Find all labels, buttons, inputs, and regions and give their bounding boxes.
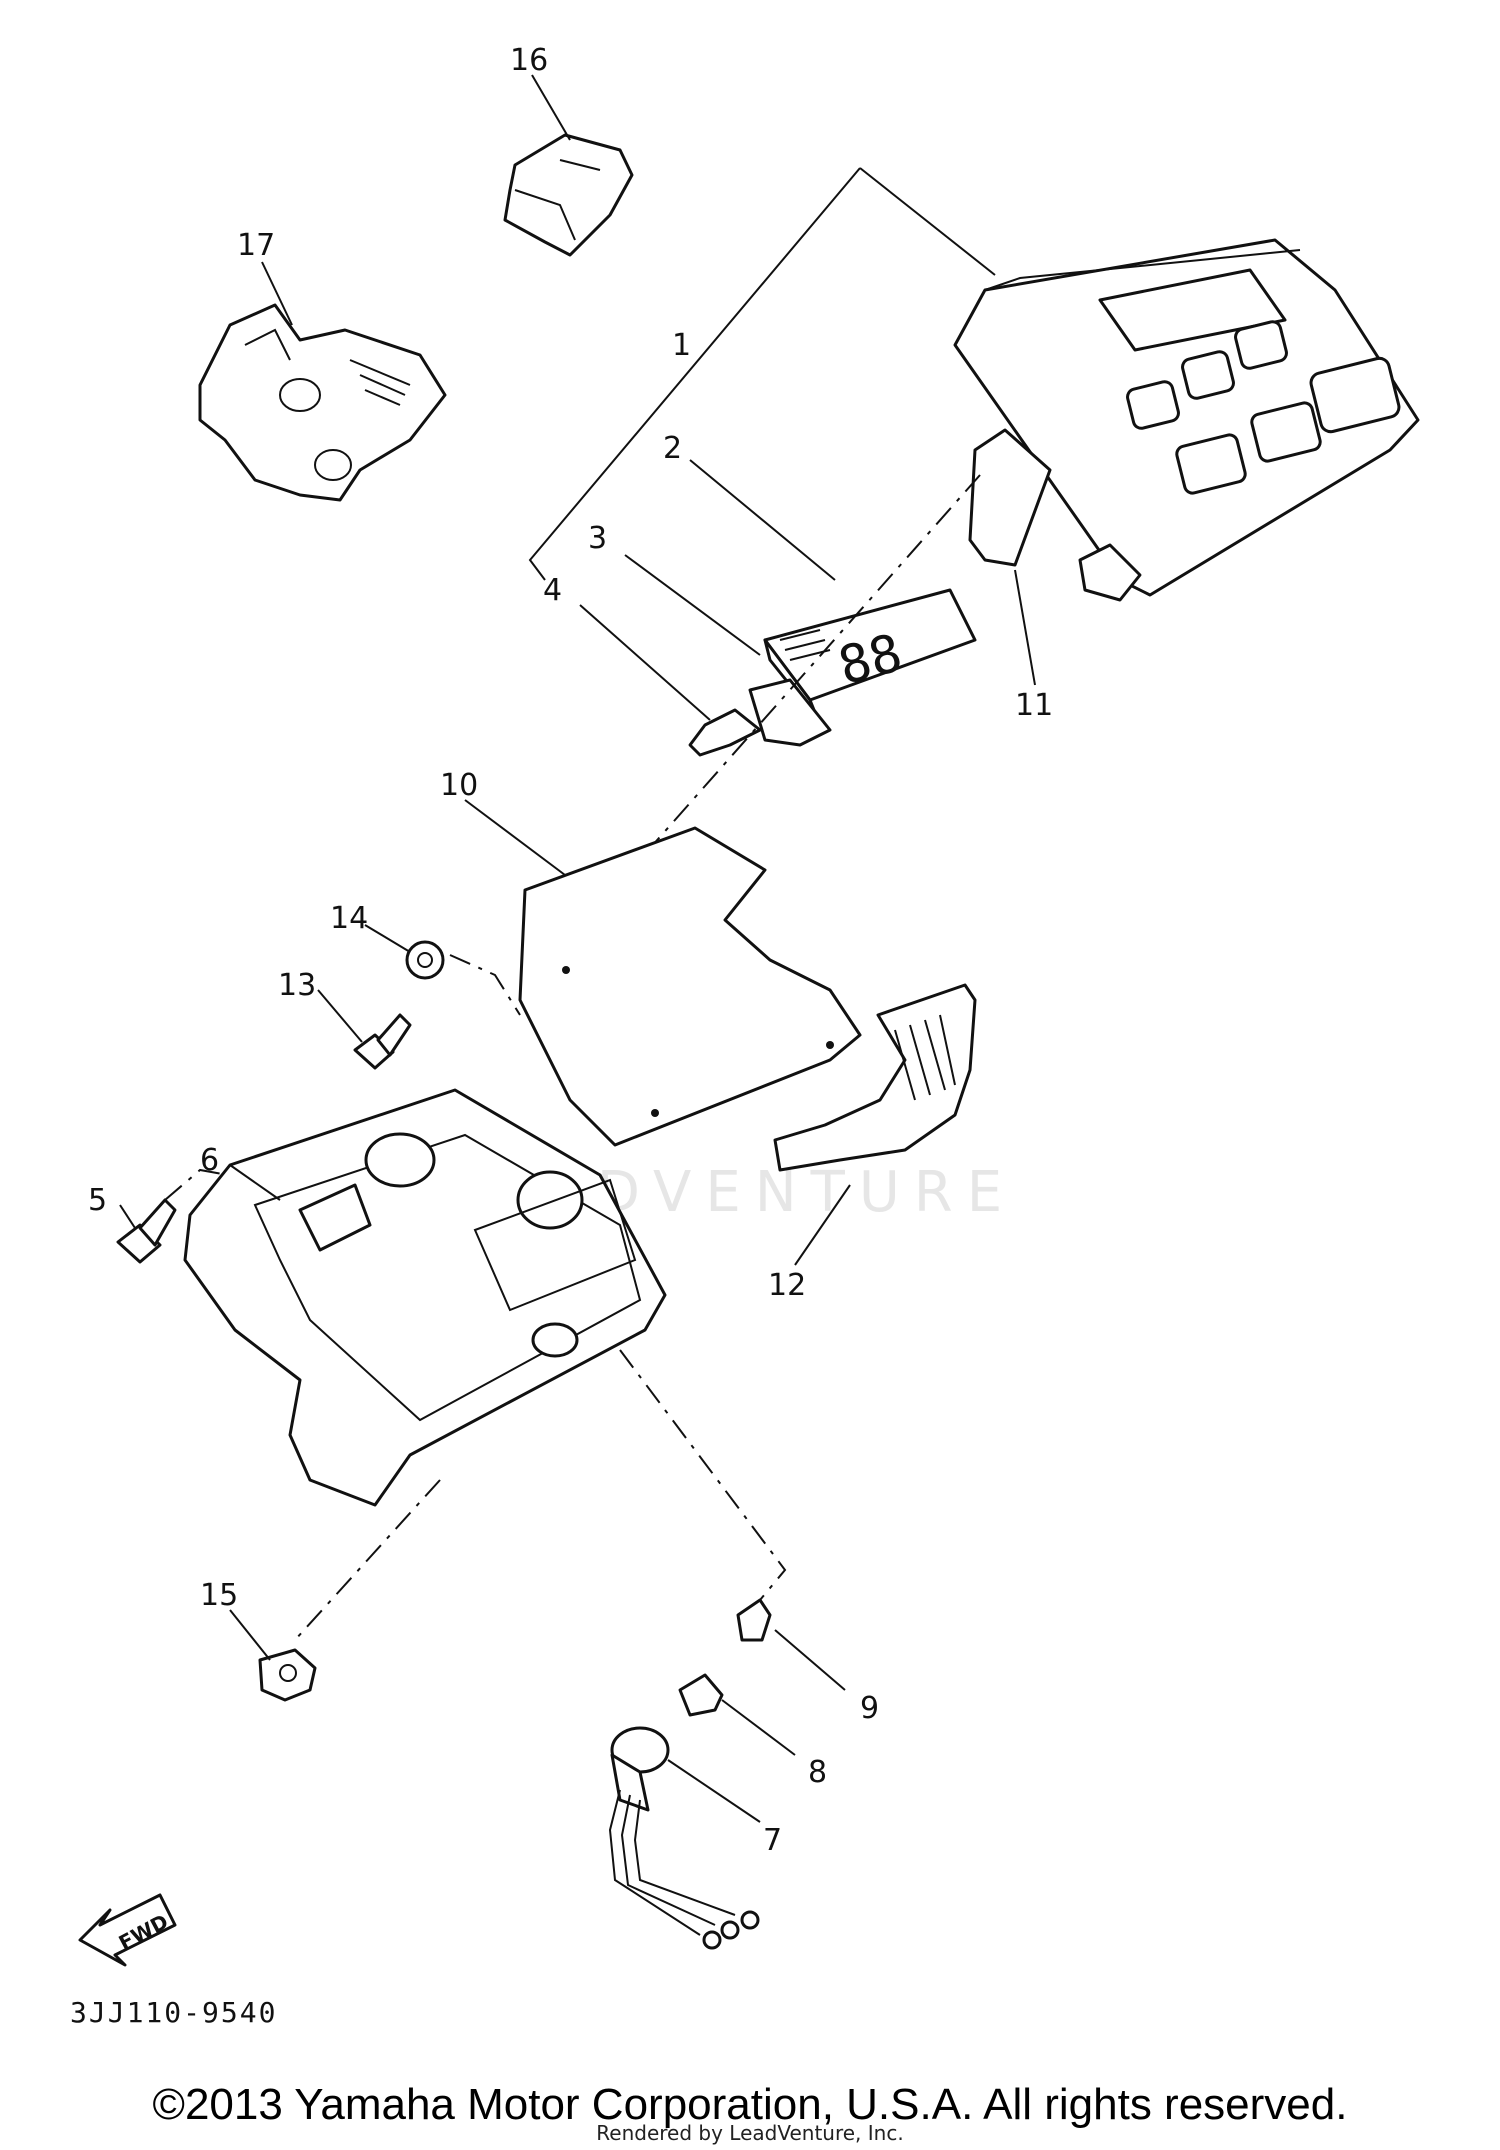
part-11-terminals [968, 428, 1142, 602]
leader-15 [229, 1609, 271, 1661]
part-2-lcd-display: 88 [763, 588, 977, 722]
leader-6 [229, 1164, 281, 1201]
callout-15: 15 [200, 1578, 238, 1613]
dash-line-15 [294, 1479, 441, 1641]
callout-1: 1 [672, 328, 691, 363]
callout-5: 5 [88, 1183, 107, 1218]
fwd-arrow-icon: FWD [78, 1893, 177, 1967]
meter-buttons [1126, 320, 1401, 495]
part-5-bolt [116, 1198, 177, 1264]
dash-line-9 [619, 1349, 787, 1601]
part-9-bulb [736, 1598, 772, 1642]
dash-line-14 [449, 954, 521, 1016]
callout-12: 12 [768, 1268, 806, 1303]
diagram-code: 3JJ110-9540 [70, 1996, 278, 2029]
dash-line-5 [164, 1168, 229, 1201]
callout-2: 2 [663, 431, 682, 466]
leader-16 [531, 74, 571, 141]
leader-11 [1014, 569, 1036, 686]
part-3-lcd-holder [748, 678, 832, 747]
callout-13: 13 [278, 968, 316, 1003]
callout-6: 6 [200, 1143, 219, 1178]
part-12-ribbon-cable [773, 983, 977, 1172]
part-15-grommet [258, 1648, 317, 1702]
part-6-case [183, 1088, 667, 1507]
callout-10: 10 [440, 768, 478, 803]
part-17-bracket [198, 303, 447, 502]
leader-10 [464, 799, 566, 876]
part-7-socket [608, 1726, 760, 1950]
leader-17 [261, 261, 293, 326]
leader-14 [364, 924, 411, 953]
leader-12 [794, 1184, 851, 1266]
leader-1 [859, 167, 996, 276]
callout-7: 7 [763, 1823, 782, 1858]
leader-8 [721, 1699, 796, 1756]
part-10-circuit-board [518, 826, 862, 1147]
leader-9 [774, 1629, 846, 1691]
callout-8: 8 [808, 1755, 827, 1790]
callout-3: 3 [588, 521, 607, 556]
leader-2 [689, 459, 836, 581]
rendered-by-notice: Rendered by LeadVenture, Inc. [596, 2121, 904, 2145]
leader-3 [624, 554, 761, 656]
callout-4: 4 [543, 573, 562, 608]
leader-5 [119, 1204, 136, 1229]
callout-17: 17 [237, 228, 275, 263]
part-13-screw [353, 1013, 412, 1070]
callout-9: 9 [860, 1691, 879, 1726]
callout-16: 16 [510, 43, 548, 78]
bracket-1 [528, 167, 861, 581]
copyright-notice: ©2013 Yamaha Motor Corporation, U.S.A. A… [152, 2080, 1348, 2129]
meter-assembly [953, 238, 1420, 597]
leader-7 [667, 1759, 761, 1823]
part-8-bulb [678, 1673, 724, 1717]
callout-14: 14 [330, 901, 368, 936]
part-14-nut [405, 940, 445, 980]
part-16-clip [503, 133, 634, 257]
part-4-connector [688, 708, 762, 757]
callout-11: 11 [1015, 688, 1053, 723]
leader-13 [317, 989, 363, 1043]
leader-4 [579, 604, 711, 721]
